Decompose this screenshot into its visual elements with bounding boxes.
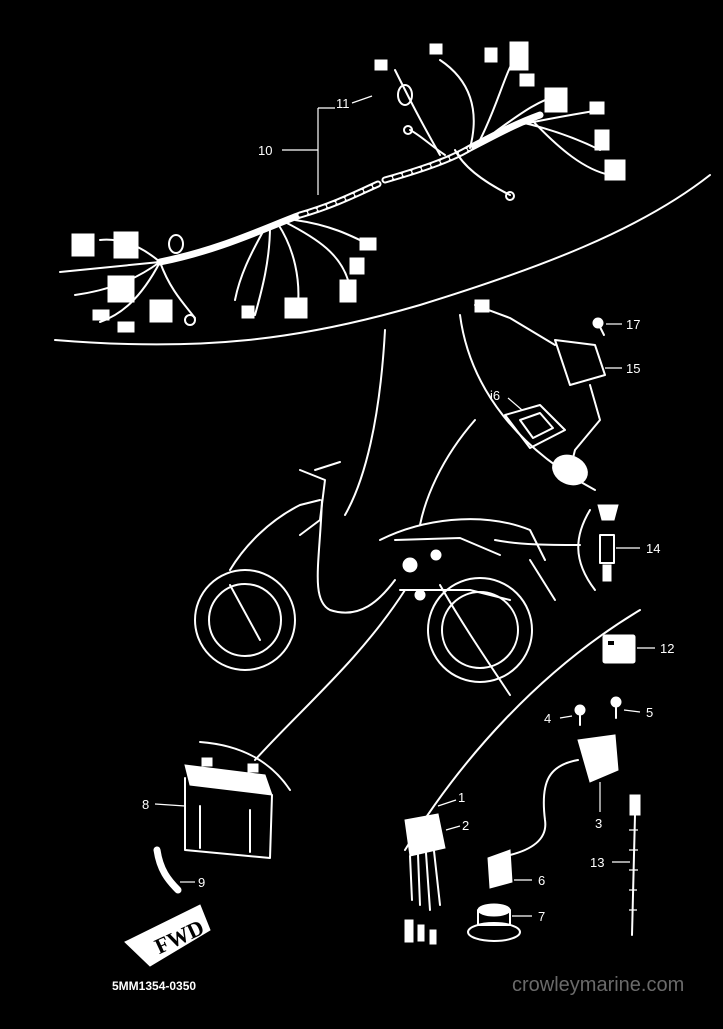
callout-15: 15 bbox=[626, 361, 640, 376]
battery-section-arc bbox=[199, 741, 291, 791]
main-switch-14 bbox=[597, 504, 619, 582]
relay-12 bbox=[602, 634, 636, 664]
leader-11 bbox=[351, 95, 373, 104]
screw-4 bbox=[574, 704, 586, 726]
leader-5 bbox=[623, 709, 641, 713]
leader-8 bbox=[154, 803, 186, 807]
motorcycle-outline bbox=[194, 461, 556, 683]
screw-17 bbox=[592, 317, 605, 336]
switch-section-arc bbox=[577, 509, 596, 591]
cap-7 bbox=[467, 903, 521, 942]
callout-17: 17 bbox=[626, 317, 640, 332]
cdi-unit bbox=[404, 813, 446, 945]
callout-9: 9 bbox=[198, 875, 205, 890]
callout-6: 6 bbox=[538, 873, 545, 888]
callout-7: 7 bbox=[538, 909, 545, 924]
screw-5 bbox=[610, 696, 622, 719]
callout-2: 2 bbox=[462, 818, 469, 833]
fuel-sender bbox=[474, 299, 606, 486]
watermark: crowleymarine.com bbox=[512, 974, 684, 996]
pointer-switch bbox=[494, 539, 581, 546]
pointer-harness bbox=[344, 329, 386, 516]
pointer-battery bbox=[254, 589, 406, 761]
callout-1: 1 bbox=[458, 790, 465, 805]
callout-3: 3 bbox=[595, 816, 602, 831]
callout-8: 8 bbox=[142, 797, 149, 812]
callout-5: 5 bbox=[646, 705, 653, 720]
battery-8 bbox=[184, 757, 273, 859]
diagram-code: 5MM1354-0350 bbox=[112, 979, 196, 993]
pointer-rear bbox=[439, 584, 511, 696]
rear-section-divider bbox=[404, 609, 641, 851]
harness-section-divider bbox=[54, 174, 711, 346]
leader-16 bbox=[507, 397, 523, 411]
callout-4: 4 bbox=[544, 711, 551, 726]
breather-hose-9 bbox=[153, 846, 182, 894]
ignition-coil-3 bbox=[509, 734, 619, 856]
callout-12: 12 bbox=[660, 641, 674, 656]
callout-14: 14 bbox=[646, 541, 660, 556]
leader-2 bbox=[445, 825, 461, 831]
leader-1 bbox=[437, 799, 457, 807]
callout-13: 13 bbox=[590, 855, 604, 870]
callout-16: i6 bbox=[490, 388, 500, 403]
wire-harness bbox=[59, 41, 626, 333]
fwd-arrow: FWD bbox=[124, 904, 211, 967]
callout-10: 10 bbox=[258, 143, 272, 158]
callout-11: 11 bbox=[336, 96, 350, 111]
leader-10 bbox=[282, 107, 335, 195]
plug-cap-6 bbox=[487, 849, 513, 889]
leader-4 bbox=[559, 715, 573, 719]
pointer-fuel-sender bbox=[419, 419, 476, 526]
cable-band-13 bbox=[629, 794, 641, 936]
